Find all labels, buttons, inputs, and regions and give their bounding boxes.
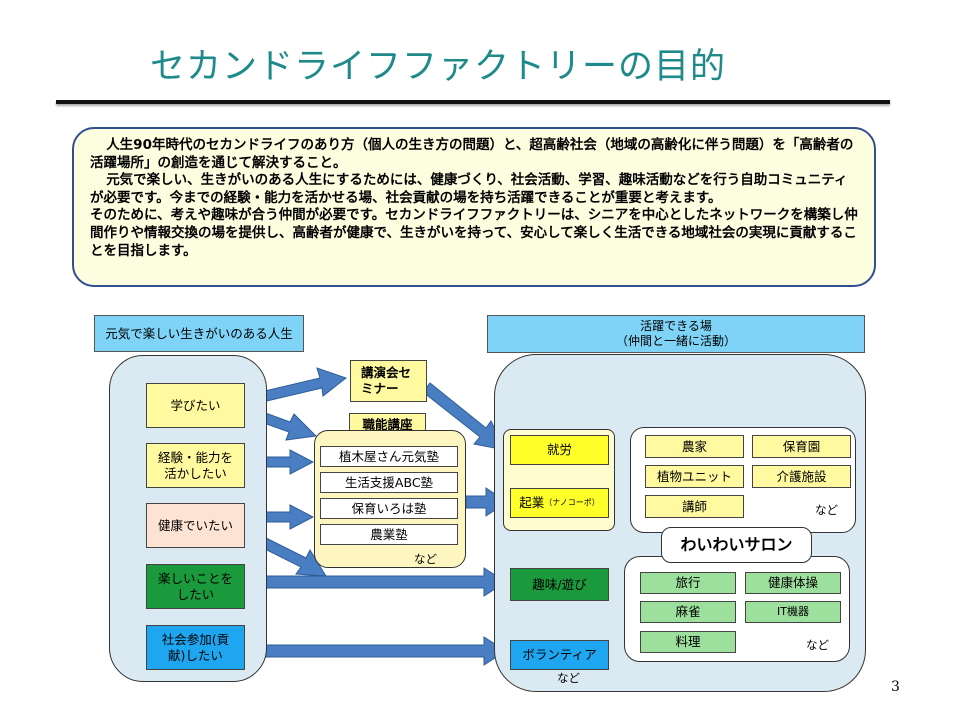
salon-travel: 旅行: [640, 572, 736, 594]
vocational-item-3-label: 保育いろは塾: [351, 500, 427, 516]
workplaces-etc: など: [815, 503, 838, 517]
hobby-label: 趣味/遊び: [532, 576, 587, 592]
salon-title-box: わいわいサロン: [661, 527, 812, 563]
wish-experience-label: 経験・能力を活かしたい: [157, 449, 233, 481]
salon-mahjong-label: 麻雀: [675, 604, 701, 619]
wish-experience: 経験・能力を活かしたい: [146, 443, 245, 488]
workplace-lecturer: 講師: [645, 495, 744, 518]
wish-social-label: 社会参加(貢献)したい: [161, 631, 230, 663]
right-header-line2: （仲間と一緒に活動）: [615, 334, 736, 348]
startup-sub-label: （ナノコーポ）: [544, 498, 600, 507]
intro-paragraph-2: 元気で楽しい、生きがいのある人生にするためには、健康づくり、社会活動、学習、趣味…: [90, 172, 848, 206]
vocational-item-3: 保育いろは塾: [320, 498, 458, 519]
right-header-line1: 活躍できる場: [640, 319, 712, 333]
page-number: 3: [891, 679, 900, 695]
salon-etc: など: [806, 638, 829, 652]
volunteer-label: ボランティア: [522, 647, 597, 662]
arrow-seminar-to-work: [422, 382, 506, 451]
wish-fun: 楽しいことをしたい: [146, 564, 245, 609]
vocational-label: 職能講座: [362, 416, 413, 432]
salon-it: IT機器: [745, 601, 841, 623]
workplace-nursery: 保育園: [752, 435, 851, 458]
salon-title: わいわいサロン: [680, 535, 793, 554]
vocational-etc: など: [414, 552, 437, 566]
startup-label: 起業: [519, 495, 545, 510]
workplace-care-label: 介護施設: [776, 468, 827, 484]
startup-box: 起業（ナノコーポ）: [510, 488, 609, 518]
salon-cooking: 料理: [640, 631, 736, 653]
left-header-text: 元気で楽しい生きがいのある人生: [105, 325, 293, 341]
workplace-farm: 農家: [645, 435, 744, 458]
salon-it-label: IT機器: [777, 605, 809, 618]
wish-learn-label: 学びたい: [170, 397, 221, 413]
work-box: 就労: [510, 435, 609, 465]
workplace-farm-label: 農家: [681, 438, 707, 454]
salon-exercise-label: 健康体操: [767, 575, 818, 590]
salon-cooking-label: 料理: [675, 634, 701, 649]
right-header: 活躍できる場 （仲間と一緒に活動）: [487, 315, 865, 353]
arrow-fun-to-hobby: [251, 567, 507, 597]
intro-paragraph-1: 人生90年時代のセカンドライフのあり方（個人の生き方の問題）と、超高齢社会（地域…: [90, 137, 854, 171]
workplace-care: 介護施設: [752, 465, 851, 488]
salon-travel-label: 旅行: [675, 575, 701, 590]
salon-mahjong: 麻雀: [640, 601, 736, 623]
vocational-item-1: 植木屋さん元気塾: [320, 446, 458, 467]
hobby-box: 趣味/遊び: [510, 568, 609, 601]
vocational-item-2-label: 生活支援ABC塾: [344, 474, 434, 490]
left-header: 元気で楽しい生きがいのある人生: [94, 315, 304, 352]
intro-box: 人生90年時代のセカンドライフのあり方（個人の生き方の問題）と、超高齢社会（地域…: [72, 127, 876, 287]
workplace-nursery-label: 保育園: [782, 438, 821, 454]
wish-health-label: 健康でいたい: [157, 517, 233, 533]
volunteer-box: ボランティア: [510, 640, 609, 670]
slide-title: セカンドライフファクトリーの目的: [150, 47, 727, 87]
wish-health: 健康でいたい: [146, 503, 245, 548]
arrow-social-to-volunteer: [251, 636, 507, 666]
volunteer-etc: など: [557, 671, 580, 685]
wish-learn: 学びたい: [146, 383, 245, 428]
title-underline: [56, 100, 890, 104]
seminar-box: 講演会セミナー: [350, 360, 427, 402]
vocational-item-2: 生活支援ABC塾: [320, 472, 458, 493]
vocational-item-1-label: 植木屋さん元気塾: [338, 448, 439, 464]
seminar-label: 講演会セミナー: [361, 365, 412, 396]
work-label: 就労: [546, 442, 572, 457]
wish-fun-label: 楽しいことをしたい: [157, 570, 233, 602]
wish-social: 社会参加(貢献)したい: [146, 625, 245, 670]
workplace-lecturer-label: 講師: [681, 498, 707, 514]
workplace-plant-unit: 植物ユニット: [645, 465, 744, 488]
workplace-plant-unit-label: 植物ユニット: [656, 468, 732, 484]
intro-paragraph-3: そのために、考えや趣味が合う仲間が必要です。セカンドライフファクトリーは、シニア…: [90, 207, 858, 259]
vocational-item-4: 農業塾: [320, 524, 458, 545]
vocational-item-4-label: 農業塾: [370, 526, 408, 542]
salon-exercise: 健康体操: [745, 572, 841, 594]
